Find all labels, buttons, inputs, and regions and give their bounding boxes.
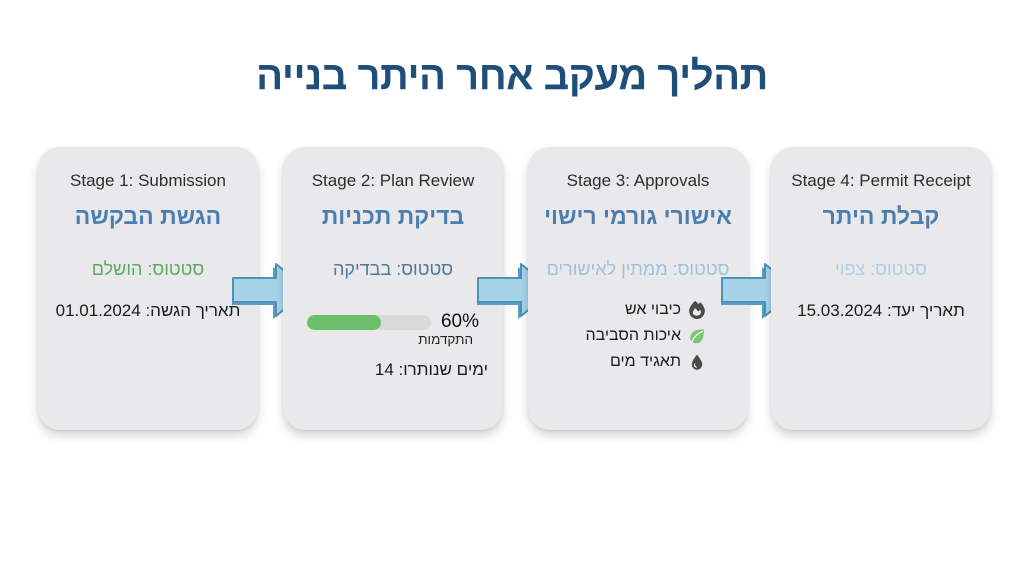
progress-fill: [306, 314, 382, 330]
progress-bar: [306, 314, 431, 330]
status-text: סטטוס: צפוי: [835, 259, 927, 279]
stage-label: Stage 2: Plan Review: [311, 171, 475, 190]
submission-date: תאריך הגשה: 01.01.2024: [55, 301, 241, 320]
approval-item-fire: כיבוי אש: [585, 301, 706, 319]
target-date: תאריך יעד: 15.03.2024: [797, 301, 965, 320]
stage-heading: בדיקת תכניות: [321, 203, 465, 229]
fire-icon: [688, 301, 706, 319]
status-text: סטטוס: הושלם: [91, 259, 205, 279]
stage-card-approvals: Stage 3: Approvals אישורי גורמי רישוי סט…: [528, 147, 748, 430]
stage-label: Stage 1: Submission: [70, 171, 226, 190]
stage-heading: הגשת הבקשה: [74, 203, 222, 229]
stage-label: Stage 4: Permit Receipt: [791, 171, 971, 190]
stage-card-plan-review: Stage 2: Plan Review בדיקת תכניות סטטוס:…: [283, 147, 503, 430]
approval-label: תאגיד מים: [609, 353, 681, 370]
leaf-icon: [688, 327, 706, 345]
progress-row: 60%: [283, 311, 503, 333]
stage-card-submission: Stage 1: Submission הגשת הבקשה סטטוס: הו…: [38, 147, 258, 430]
water-drop-icon: [688, 353, 706, 371]
approval-label: כיבוי אש: [625, 301, 681, 318]
stage-heading: אישורי גורמי רישוי: [544, 203, 732, 229]
approvals-list: כיבוי אש איכות הסביבה תאגיד מים: [585, 301, 706, 371]
page-title: תהליך מעקב אחר היתר בנייה: [256, 54, 768, 98]
status-text: סטטוס: ממתין לאישורים: [546, 259, 730, 279]
days-remaining: ימים שנותרו: 14: [374, 360, 488, 379]
progress-caption: התקדמות: [418, 332, 473, 347]
approval-item-water: תאגיד מים: [585, 353, 706, 371]
stage-heading: קבלת היתר: [822, 203, 940, 229]
stage-card-permit-receipt: Stage 4: Permit Receipt קבלת היתר סטטוס:…: [771, 147, 991, 430]
approval-label: איכות הסביבה: [585, 327, 681, 344]
status-text: סטטוס: בבדיקה: [333, 259, 453, 279]
stage-label: Stage 3: Approvals: [566, 171, 710, 190]
progress-percent: 60%: [440, 311, 480, 332]
approval-item-environment: איכות הסביבה: [585, 327, 706, 345]
